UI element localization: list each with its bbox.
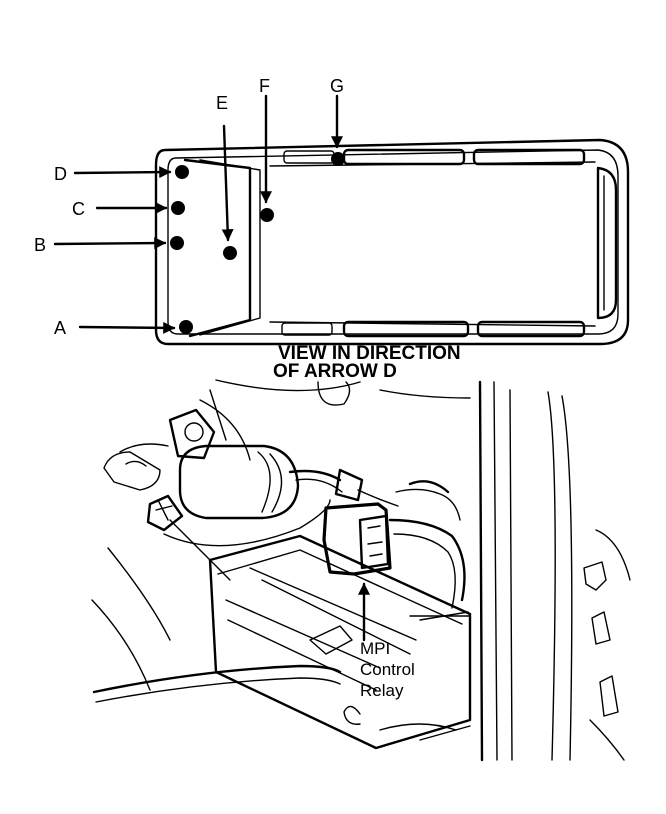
label-d: D <box>54 164 67 184</box>
view-caption: VIEW IN DIRECTION OF ARROW D <box>273 343 461 382</box>
callout-line-2: Control <box>360 660 415 679</box>
label-g: G <box>330 76 344 96</box>
point-g <box>331 152 345 166</box>
label-c: C <box>72 199 85 219</box>
point-labels: A B C D E F G <box>34 76 344 338</box>
arrow-d <box>73 166 172 179</box>
point-f <box>260 208 274 222</box>
label-a: A <box>54 318 66 338</box>
point-e <box>223 246 237 260</box>
connector-points <box>170 152 345 334</box>
vehicle-top-view <box>154 138 630 346</box>
caption-line-2: OF ARROW D <box>273 361 397 382</box>
point-a <box>179 320 193 334</box>
label-b: B <box>34 235 46 255</box>
label-e: E <box>216 93 228 113</box>
engine-compartment-illustration <box>91 379 631 762</box>
point-d <box>175 165 189 179</box>
caption-line-1: VIEW IN DIRECTION <box>278 343 461 364</box>
arrow-e <box>221 124 234 242</box>
callout-line-1: MPI <box>360 639 390 658</box>
point-b <box>170 236 184 250</box>
label-f: F <box>259 76 270 96</box>
arrow-a <box>78 321 176 334</box>
callout-line-3: Relay <box>360 681 404 700</box>
point-c <box>171 201 185 215</box>
mpi-relay-shape <box>322 502 392 576</box>
relay-callout: MPI Control Relay <box>360 639 415 700</box>
leader-arrows <box>53 94 343 334</box>
arrow-b <box>53 237 167 250</box>
